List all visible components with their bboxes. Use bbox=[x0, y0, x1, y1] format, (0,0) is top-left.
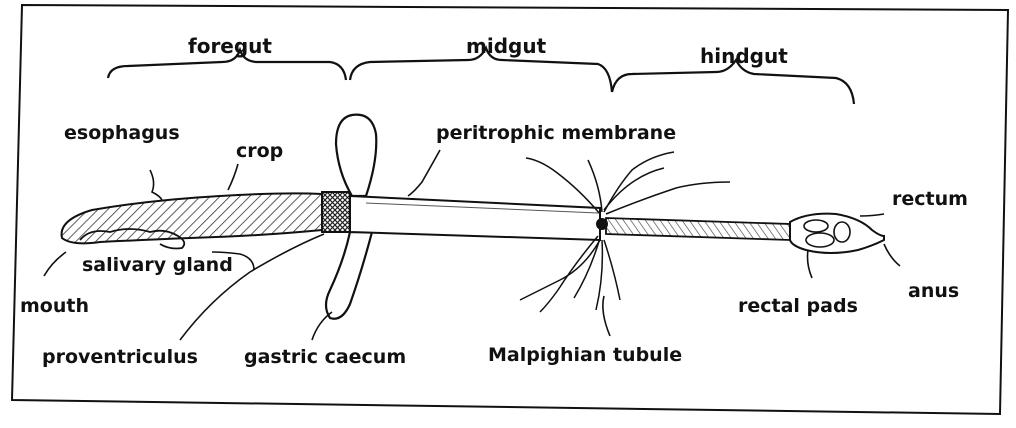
proventriculus-shape bbox=[322, 192, 350, 232]
label-crop: crop bbox=[236, 142, 283, 161]
label-mouth: mouth bbox=[20, 297, 89, 316]
label-rectum: rectum bbox=[892, 190, 968, 209]
label-proventriculus: proventriculus bbox=[42, 348, 198, 367]
mouth-crop-shape bbox=[62, 193, 322, 243]
region-foregut: foregut bbox=[188, 36, 272, 56]
region-hindgut: hindgut bbox=[700, 46, 788, 66]
region-midgut: midgut bbox=[466, 36, 546, 56]
label-anus: anus bbox=[908, 282, 959, 301]
label-rectal-pads: rectal pads bbox=[738, 297, 858, 316]
label-esophagus: esophagus bbox=[64, 124, 180, 143]
midgut-tube bbox=[350, 196, 600, 240]
hindgut-tube bbox=[606, 218, 790, 240]
gastric-caecum-upper bbox=[336, 115, 376, 196]
label-gastric-caecum: gastric caecum bbox=[244, 348, 406, 367]
label-peritrophic-membrane: peritrophic membrane bbox=[436, 124, 676, 143]
label-salivary-gland: salivary gland bbox=[82, 256, 233, 275]
label-malpighian-tubule: Malpighian tubule bbox=[488, 346, 682, 365]
rectum-shape bbox=[790, 214, 884, 253]
gastric-caecum-lower bbox=[326, 232, 372, 319]
